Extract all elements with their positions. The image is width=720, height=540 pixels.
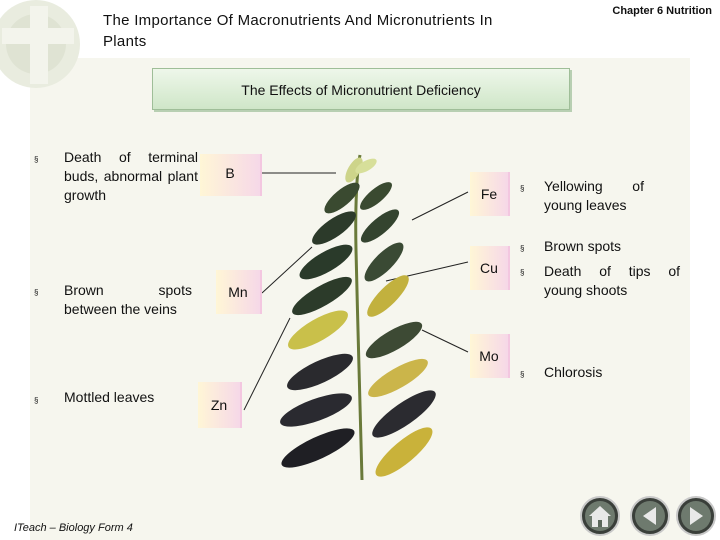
- symptom-text: Mottled leaves: [64, 388, 194, 407]
- forward-arrow-icon: [676, 496, 716, 536]
- element-tag-cu: Cu: [470, 246, 510, 290]
- element-tag-mn: Mn: [216, 270, 262, 314]
- symptom-text: Brown spots: [544, 237, 684, 256]
- home-icon: [580, 496, 620, 536]
- element-tag-zn: Zn: [198, 382, 242, 428]
- back-button[interactable]: [630, 496, 670, 536]
- bullet-icon: §: [34, 288, 38, 298]
- bullet-icon: §: [520, 244, 524, 254]
- home-button[interactable]: [580, 496, 620, 536]
- connector-line: [422, 330, 468, 352]
- bullet-icon: §: [520, 268, 524, 278]
- footer-credit: ITeach – Biology Form 4: [14, 522, 133, 534]
- symptom-text: Brown spots between the veins: [64, 281, 192, 319]
- bullet-icon: §: [520, 184, 524, 194]
- element-tag-mo: Mo: [470, 334, 510, 378]
- bullet-icon: §: [34, 396, 38, 406]
- symptom-text: Chlorosis: [544, 363, 664, 382]
- bullet-icon: §: [520, 370, 524, 380]
- symptom-text: Yellowing of young leaves: [544, 177, 644, 215]
- back-arrow-icon: [630, 496, 670, 536]
- symptom-text: Death of terminal buds, abnormal plant g…: [64, 148, 198, 205]
- connector-line: [244, 318, 290, 410]
- bullet-icon: §: [34, 155, 38, 165]
- forward-button[interactable]: [676, 496, 716, 536]
- element-tag-fe: Fe: [470, 172, 510, 216]
- symptom-text: Death of tips of young shoots: [544, 262, 680, 300]
- connector-line: [412, 192, 468, 220]
- element-tag-b: B: [200, 154, 262, 196]
